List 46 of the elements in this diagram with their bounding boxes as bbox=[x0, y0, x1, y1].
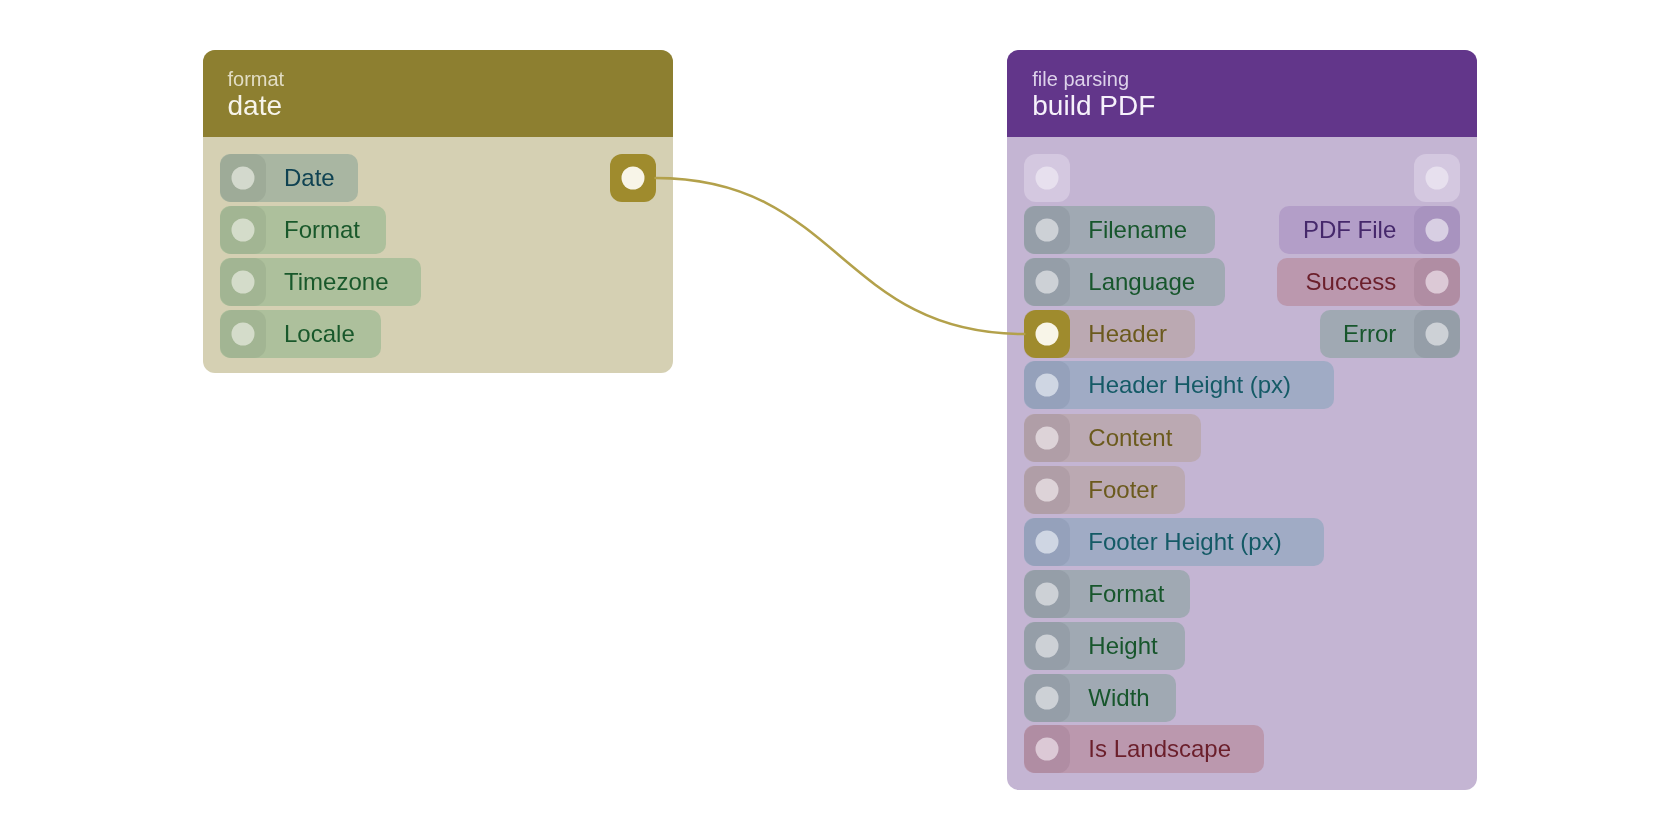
node-card bbox=[1007, 50, 1478, 790]
node-category: format bbox=[227, 68, 285, 90]
input-port bbox=[1024, 310, 1196, 358]
port-label: Language bbox=[1088, 268, 1196, 296]
port-label: Format bbox=[1088, 580, 1165, 608]
input-port bbox=[1024, 725, 1265, 773]
port-label: Content bbox=[1088, 424, 1173, 452]
node-category: file parsing bbox=[1032, 68, 1129, 90]
port-label: Height bbox=[1088, 632, 1158, 660]
port-label: Format bbox=[284, 216, 360, 244]
port-label: Width bbox=[1088, 684, 1150, 712]
input-port bbox=[1024, 414, 1202, 462]
input-port bbox=[1024, 570, 1191, 618]
port-label: Filename bbox=[1088, 216, 1187, 244]
input-port bbox=[1024, 518, 1325, 566]
input-port bbox=[220, 206, 386, 254]
input-port bbox=[220, 310, 381, 358]
input-port bbox=[1024, 258, 1226, 306]
output-socket bbox=[609, 154, 656, 202]
port-label: Error bbox=[1342, 320, 1397, 348]
connector bbox=[654, 176, 1026, 336]
node-card bbox=[202, 50, 673, 373]
input-port bbox=[220, 154, 358, 202]
node-title: build PDF bbox=[1032, 90, 1156, 121]
port-label: Timezone bbox=[284, 268, 389, 296]
port-label: PDF File bbox=[1302, 216, 1397, 244]
output-socket bbox=[1414, 154, 1461, 202]
input-port bbox=[1024, 674, 1177, 722]
port-label: Header bbox=[1088, 320, 1167, 348]
port-label: Is Landscape bbox=[1088, 735, 1232, 763]
node-title: date bbox=[227, 90, 282, 121]
output-port bbox=[1320, 310, 1461, 358]
input-socket bbox=[1024, 154, 1071, 202]
port-label: Footer bbox=[1088, 476, 1158, 504]
input-port bbox=[1024, 466, 1186, 514]
port-label: Header Height (px) bbox=[1088, 371, 1292, 399]
port-label: Date bbox=[284, 164, 335, 192]
input-port bbox=[1024, 206, 1216, 254]
input-port bbox=[1024, 361, 1335, 409]
output-port bbox=[1279, 206, 1461, 254]
input-port bbox=[1024, 622, 1186, 670]
port-label: Locale bbox=[284, 320, 355, 348]
input-port bbox=[220, 258, 421, 306]
port-label: Footer Height (px) bbox=[1088, 528, 1282, 556]
output-port bbox=[1277, 258, 1461, 306]
port-label: Success bbox=[1305, 268, 1397, 296]
